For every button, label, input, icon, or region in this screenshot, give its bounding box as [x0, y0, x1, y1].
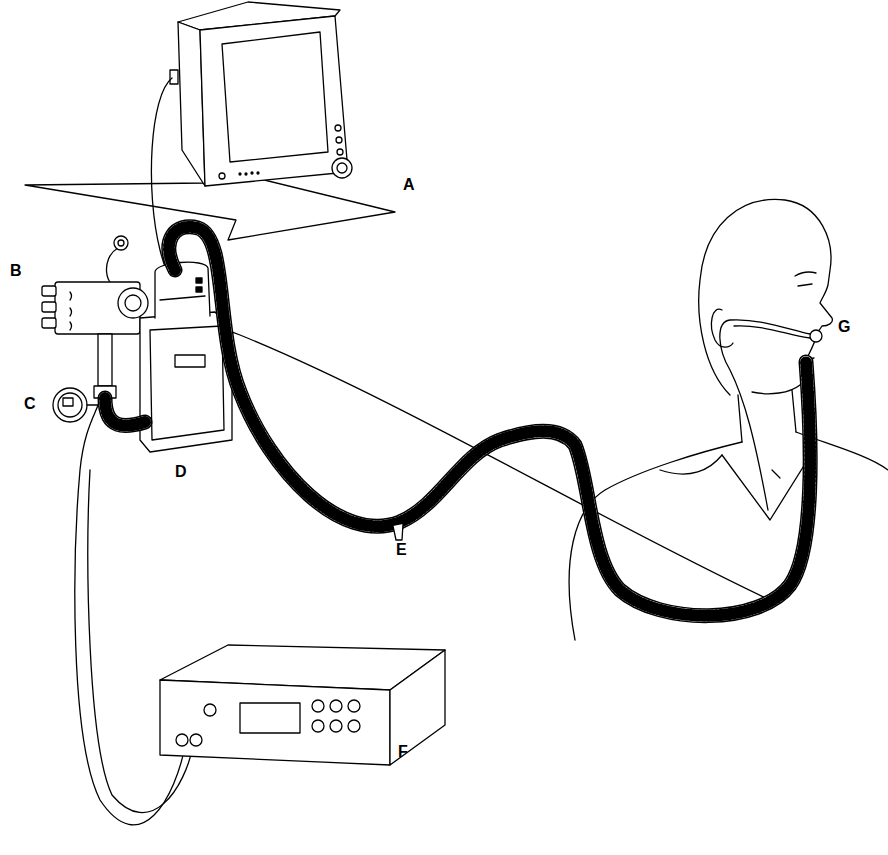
patient-monitor-part: [257, 172, 259, 174]
heater-controller-part: [312, 700, 324, 712]
patient-monitor-part: [337, 149, 343, 155]
oxygen-analyser: [53, 388, 98, 422]
heater-controller-part: [240, 703, 300, 733]
humidifier-part: [175, 355, 205, 367]
oxygen-blender-part: [114, 236, 128, 250]
corrugated-tube-part: [169, 227, 810, 616]
humidifier-part: [160, 296, 205, 300]
callout-letter: F: [398, 743, 408, 761]
oxygen-analyser-part: [63, 398, 73, 406]
patient-monitor: [170, 2, 352, 186]
nasal-cannula-part: [810, 330, 822, 342]
patient-monitor-part: [219, 173, 225, 179]
patient-monitor-part: [222, 32, 328, 162]
oxygen-blender-part: [42, 302, 56, 312]
patient-monitor-part: [239, 173, 241, 175]
oxygen-blender-part: [125, 295, 141, 311]
patient-monitor-part: [335, 125, 341, 131]
patient-monitor-part: [332, 158, 352, 178]
heater-controller-part: [204, 704, 216, 716]
heater-controller-part: [330, 700, 342, 712]
oxygen-blender-part: [70, 292, 72, 330]
patient-figure-part: [792, 390, 796, 432]
oxygen-blender-part: [118, 240, 124, 246]
monitor-cable-part: [151, 78, 770, 600]
callout-letter: C: [24, 395, 36, 413]
oxygen-blender-part: [42, 318, 56, 328]
oxygen-blender: [42, 236, 148, 398]
heater-controller: [160, 645, 445, 765]
oxygen-blender-part: [42, 286, 56, 296]
oxygen-analyser-part: [87, 404, 98, 405]
patient-monitor-part: [251, 172, 253, 174]
heater-controller-part: [312, 720, 324, 732]
callout-letter: G: [838, 318, 850, 336]
callout-letter: A: [403, 176, 415, 194]
patient-monitor-part: [337, 163, 347, 173]
humidifier-part: [196, 278, 202, 283]
corrugated-tube: [105, 227, 810, 616]
oxygen-blender-part: [118, 288, 148, 318]
humidifier-part: [150, 326, 224, 440]
heater-controller-part: [160, 680, 390, 765]
patient-figure-part: [660, 455, 722, 474]
corrugated-tube-part: [169, 227, 810, 616]
corrugated-tube-part: [169, 227, 810, 616]
patient-monitor-part: [170, 70, 178, 84]
nasal-cannula-part: [772, 470, 780, 478]
corrugated-tube-part: [105, 398, 145, 426]
heater-controller-part: [348, 700, 360, 712]
oxygen-blender-part: [98, 334, 112, 386]
oxygen-analyser-part: [58, 393, 82, 417]
patient-monitor-part: [336, 137, 342, 143]
patient-figure-part: [738, 395, 742, 442]
patient-figure-part: [795, 272, 816, 276]
callout-letter: D: [175, 463, 187, 481]
humidifier-part: [196, 287, 202, 292]
corrugated-tube-part: [105, 398, 145, 426]
heater-controller-part: [330, 720, 342, 732]
humidifier-part: [140, 312, 232, 452]
callout-letter: B: [10, 262, 22, 280]
heater-controller-part: [390, 650, 445, 765]
heater-controller-part: [176, 734, 188, 746]
controller-wire-part: [75, 400, 186, 825]
heater-controller-part: [348, 720, 360, 732]
patient-figure-part: [711, 309, 733, 347]
humidifier-part: [155, 262, 210, 318]
oxygen-analyser-part: [53, 388, 87, 422]
controller-wire-part: [88, 470, 194, 813]
patient-monitor-part: [200, 16, 348, 186]
nasal-cannula-part: [720, 320, 810, 510]
corrugated-tube-part: [393, 524, 403, 540]
nasal-cannula: [720, 320, 822, 510]
nasal-cannula-part: [734, 326, 810, 338]
heater-controller-part: [190, 734, 202, 746]
callout-letter: E: [396, 541, 407, 559]
controller-wire: [75, 400, 194, 825]
patient-figure-part: [798, 284, 812, 286]
corrugated-tube-part: [105, 398, 145, 426]
patient-monitor-part: [245, 173, 247, 175]
oxygen-blender-part: [106, 248, 120, 286]
monitor-cable: [151, 78, 770, 600]
